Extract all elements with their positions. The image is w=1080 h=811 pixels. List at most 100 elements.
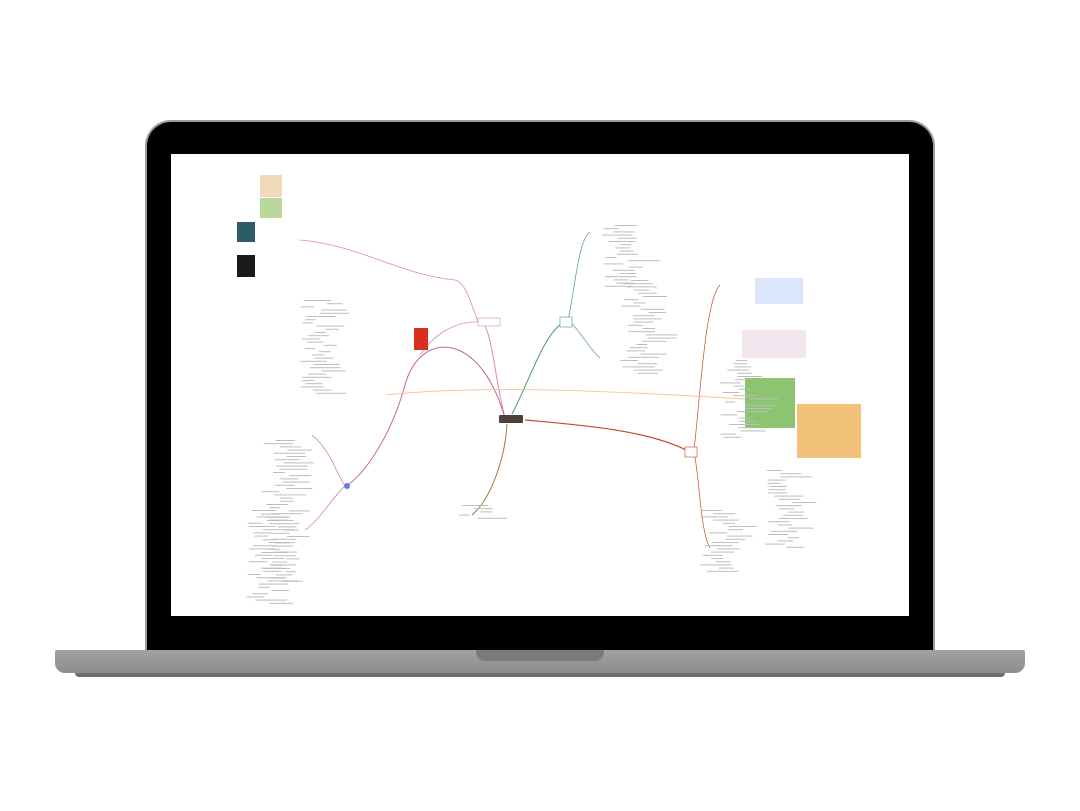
node-text-line xyxy=(788,511,805,513)
node-text-line xyxy=(261,491,280,493)
branch-right-bottom-sub xyxy=(693,284,721,549)
node-text-line xyxy=(285,571,297,573)
node-text-line xyxy=(791,502,817,503)
node-text-line xyxy=(269,519,289,521)
branch-left-sub xyxy=(304,434,346,531)
node-text-lines xyxy=(246,225,817,604)
node-text-line xyxy=(251,510,276,511)
laptop-notch xyxy=(476,650,604,661)
node-text-line xyxy=(612,269,635,271)
node-text-line xyxy=(308,335,330,337)
node-text-line xyxy=(745,408,772,409)
node-text-line xyxy=(768,489,786,491)
laptop-base xyxy=(55,650,1025,673)
node-text-line xyxy=(474,508,493,510)
node-right-top xyxy=(559,316,573,328)
node-text-line xyxy=(305,319,316,321)
node-text-line xyxy=(616,282,634,284)
node-text-line xyxy=(637,363,658,365)
node-text-line xyxy=(271,513,303,515)
node-text-line xyxy=(738,388,751,390)
mind-map-canvas[interactable] xyxy=(171,154,909,616)
node-text-line xyxy=(261,558,285,559)
node-text-line xyxy=(300,306,315,308)
node-text-line xyxy=(613,279,629,281)
node-text-line xyxy=(316,392,347,394)
node-text-line xyxy=(305,383,323,385)
node-text-line xyxy=(622,366,655,368)
node-text-line xyxy=(269,548,281,550)
laptop-screen xyxy=(171,154,909,616)
node-text-line xyxy=(624,299,640,301)
branch-bottom xyxy=(471,423,508,516)
node-text-line xyxy=(608,241,636,242)
node-text-line xyxy=(287,558,300,560)
node-text-line xyxy=(775,505,802,507)
node-text-line xyxy=(617,237,637,239)
branch-left xyxy=(344,346,506,487)
cross-link xyxy=(384,389,761,401)
node-text-line xyxy=(321,309,347,311)
chart-bars-2 xyxy=(742,330,806,358)
node-text-line xyxy=(321,370,346,372)
node-text-line xyxy=(310,367,341,369)
node-text-line xyxy=(786,546,804,548)
image-table-2 xyxy=(260,198,282,218)
node-text-line xyxy=(283,462,314,464)
node-text-line xyxy=(614,247,631,249)
branch-top xyxy=(481,321,506,419)
node-text-line xyxy=(276,574,293,576)
node-text-line xyxy=(318,351,331,353)
node-text-line xyxy=(774,495,803,497)
node-text-line xyxy=(722,522,735,524)
node-text-line xyxy=(302,380,314,381)
node-text-line xyxy=(279,497,294,499)
node-text-line xyxy=(636,344,648,345)
node-text-line xyxy=(711,542,739,543)
node-text-line xyxy=(737,372,752,374)
node-text-line xyxy=(249,526,275,527)
node-text-line xyxy=(627,286,657,288)
node-text-line xyxy=(604,285,632,287)
node-text-line xyxy=(258,583,288,585)
node-text-line xyxy=(630,280,649,281)
node-text-line xyxy=(620,273,637,274)
node-text-line xyxy=(269,507,280,509)
node-text-line xyxy=(778,508,795,510)
node-text-line xyxy=(260,567,283,569)
node-text-line xyxy=(303,300,332,301)
branch-top-upper xyxy=(299,239,479,323)
node-text-line xyxy=(707,570,739,572)
node-text-line xyxy=(273,555,296,557)
node-text-line xyxy=(272,545,294,547)
node-text-line xyxy=(745,404,778,406)
center-node xyxy=(499,415,523,423)
node-text-line xyxy=(642,328,656,329)
node-text-line xyxy=(737,427,752,429)
node-text-line xyxy=(605,276,637,278)
node-text-line xyxy=(279,468,308,470)
branch-mid xyxy=(419,321,483,356)
node-text-line xyxy=(258,586,271,588)
image-table-1 xyxy=(260,175,282,197)
node-text-line xyxy=(269,564,297,566)
node-text-line xyxy=(621,305,641,307)
node-text-line xyxy=(459,514,470,516)
node-text-line xyxy=(720,382,741,384)
node-text-line xyxy=(700,510,722,511)
node-text-line xyxy=(709,532,728,534)
node-text-line xyxy=(603,263,624,265)
image-heatmap-1 xyxy=(745,378,795,428)
node-text-line xyxy=(477,517,507,519)
node-text-line xyxy=(633,318,662,320)
node-text-line xyxy=(732,395,758,397)
node-text-line xyxy=(279,478,299,480)
node-text-line xyxy=(302,376,332,378)
node-text-line xyxy=(638,292,657,294)
node-text-line xyxy=(767,479,786,481)
node-text-line xyxy=(633,321,654,323)
node-text-line xyxy=(247,574,261,575)
node-text-line xyxy=(626,350,646,352)
node-text-line xyxy=(737,376,763,377)
node-text-line xyxy=(286,456,306,457)
